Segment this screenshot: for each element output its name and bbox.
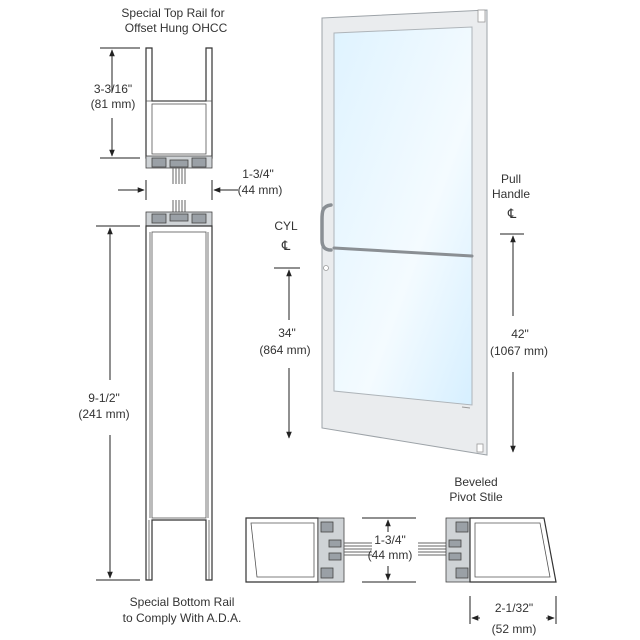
beveled-label-line1: Beveled: [454, 475, 497, 489]
pull-height-dim: [500, 233, 524, 453]
stile-depth-dim: [362, 517, 416, 583]
door-elevation: [320, 9, 488, 456]
rail-depth-imperial: 1-3/4": [242, 167, 274, 181]
top-rail-label-line2: Offset Hung OHCC: [125, 21, 228, 35]
bottom-rail-dim-imperial: 9-1/2": [88, 391, 120, 405]
bottom-rail-glazing-strip: [172, 200, 186, 212]
top-rail-label-line1: Special Top Rail for: [121, 6, 224, 20]
rail-depth-metric: (44 mm): [238, 183, 283, 197]
bottom-rail-label-line1: Special Bottom Rail: [130, 595, 235, 609]
beveled-label-line2: Pivot Stile: [449, 490, 503, 504]
rail-depth-dim: [118, 180, 238, 200]
stile-width-dim: [469, 596, 557, 624]
top-rail-glazing-strip: [172, 168, 186, 184]
pull-handle: [320, 203, 333, 252]
push-bar: [332, 246, 474, 258]
bottom-rail-height-dim: [96, 225, 140, 581]
bottom-rail-profile: [145, 200, 213, 581]
pull-dim-metric: (1067 mm): [490, 344, 548, 358]
bottom-rail-dim-metric: (241 mm): [78, 407, 129, 421]
pull-handle-label-line2: Handle: [492, 187, 530, 201]
lock-stile-section: [245, 517, 345, 583]
stile-width-metric: (52 mm): [492, 622, 537, 636]
top-rail-height-dim: [100, 47, 140, 159]
pivot-stile-section: [445, 517, 557, 583]
pull-centerline-symbol: ℄: [507, 207, 517, 222]
cyl-label: CYL: [274, 219, 298, 233]
stile-depth-imperial: 1-3/4": [374, 533, 406, 547]
lock-stile-glazing-strip: [344, 542, 372, 556]
stile-depth-metric: (44 mm): [368, 548, 413, 562]
door-glass: [333, 26, 473, 406]
pull-dim-imperial: 42": [511, 327, 529, 341]
lock-cylinder: [323, 265, 329, 271]
top-rail-dim-metric: (81 mm): [91, 97, 136, 111]
cyl-dim-imperial: 34": [278, 326, 296, 340]
cyl-dim-metric: (864 mm): [259, 343, 310, 357]
pivot-stile-glazing-strip: [418, 542, 446, 556]
top-rail-profile: [145, 47, 213, 184]
top-rail-dim-imperial: 3-3/16": [94, 82, 132, 96]
stile-width-imperial: 2-1/32": [495, 601, 533, 615]
bottom-rail-label-line2: to Comply With A.D.A.: [123, 611, 242, 625]
cyl-centerline-symbol: ℄: [281, 239, 291, 254]
pull-handle-label-line1: Pull: [501, 172, 521, 186]
cyl-height-dim: [274, 267, 300, 439]
